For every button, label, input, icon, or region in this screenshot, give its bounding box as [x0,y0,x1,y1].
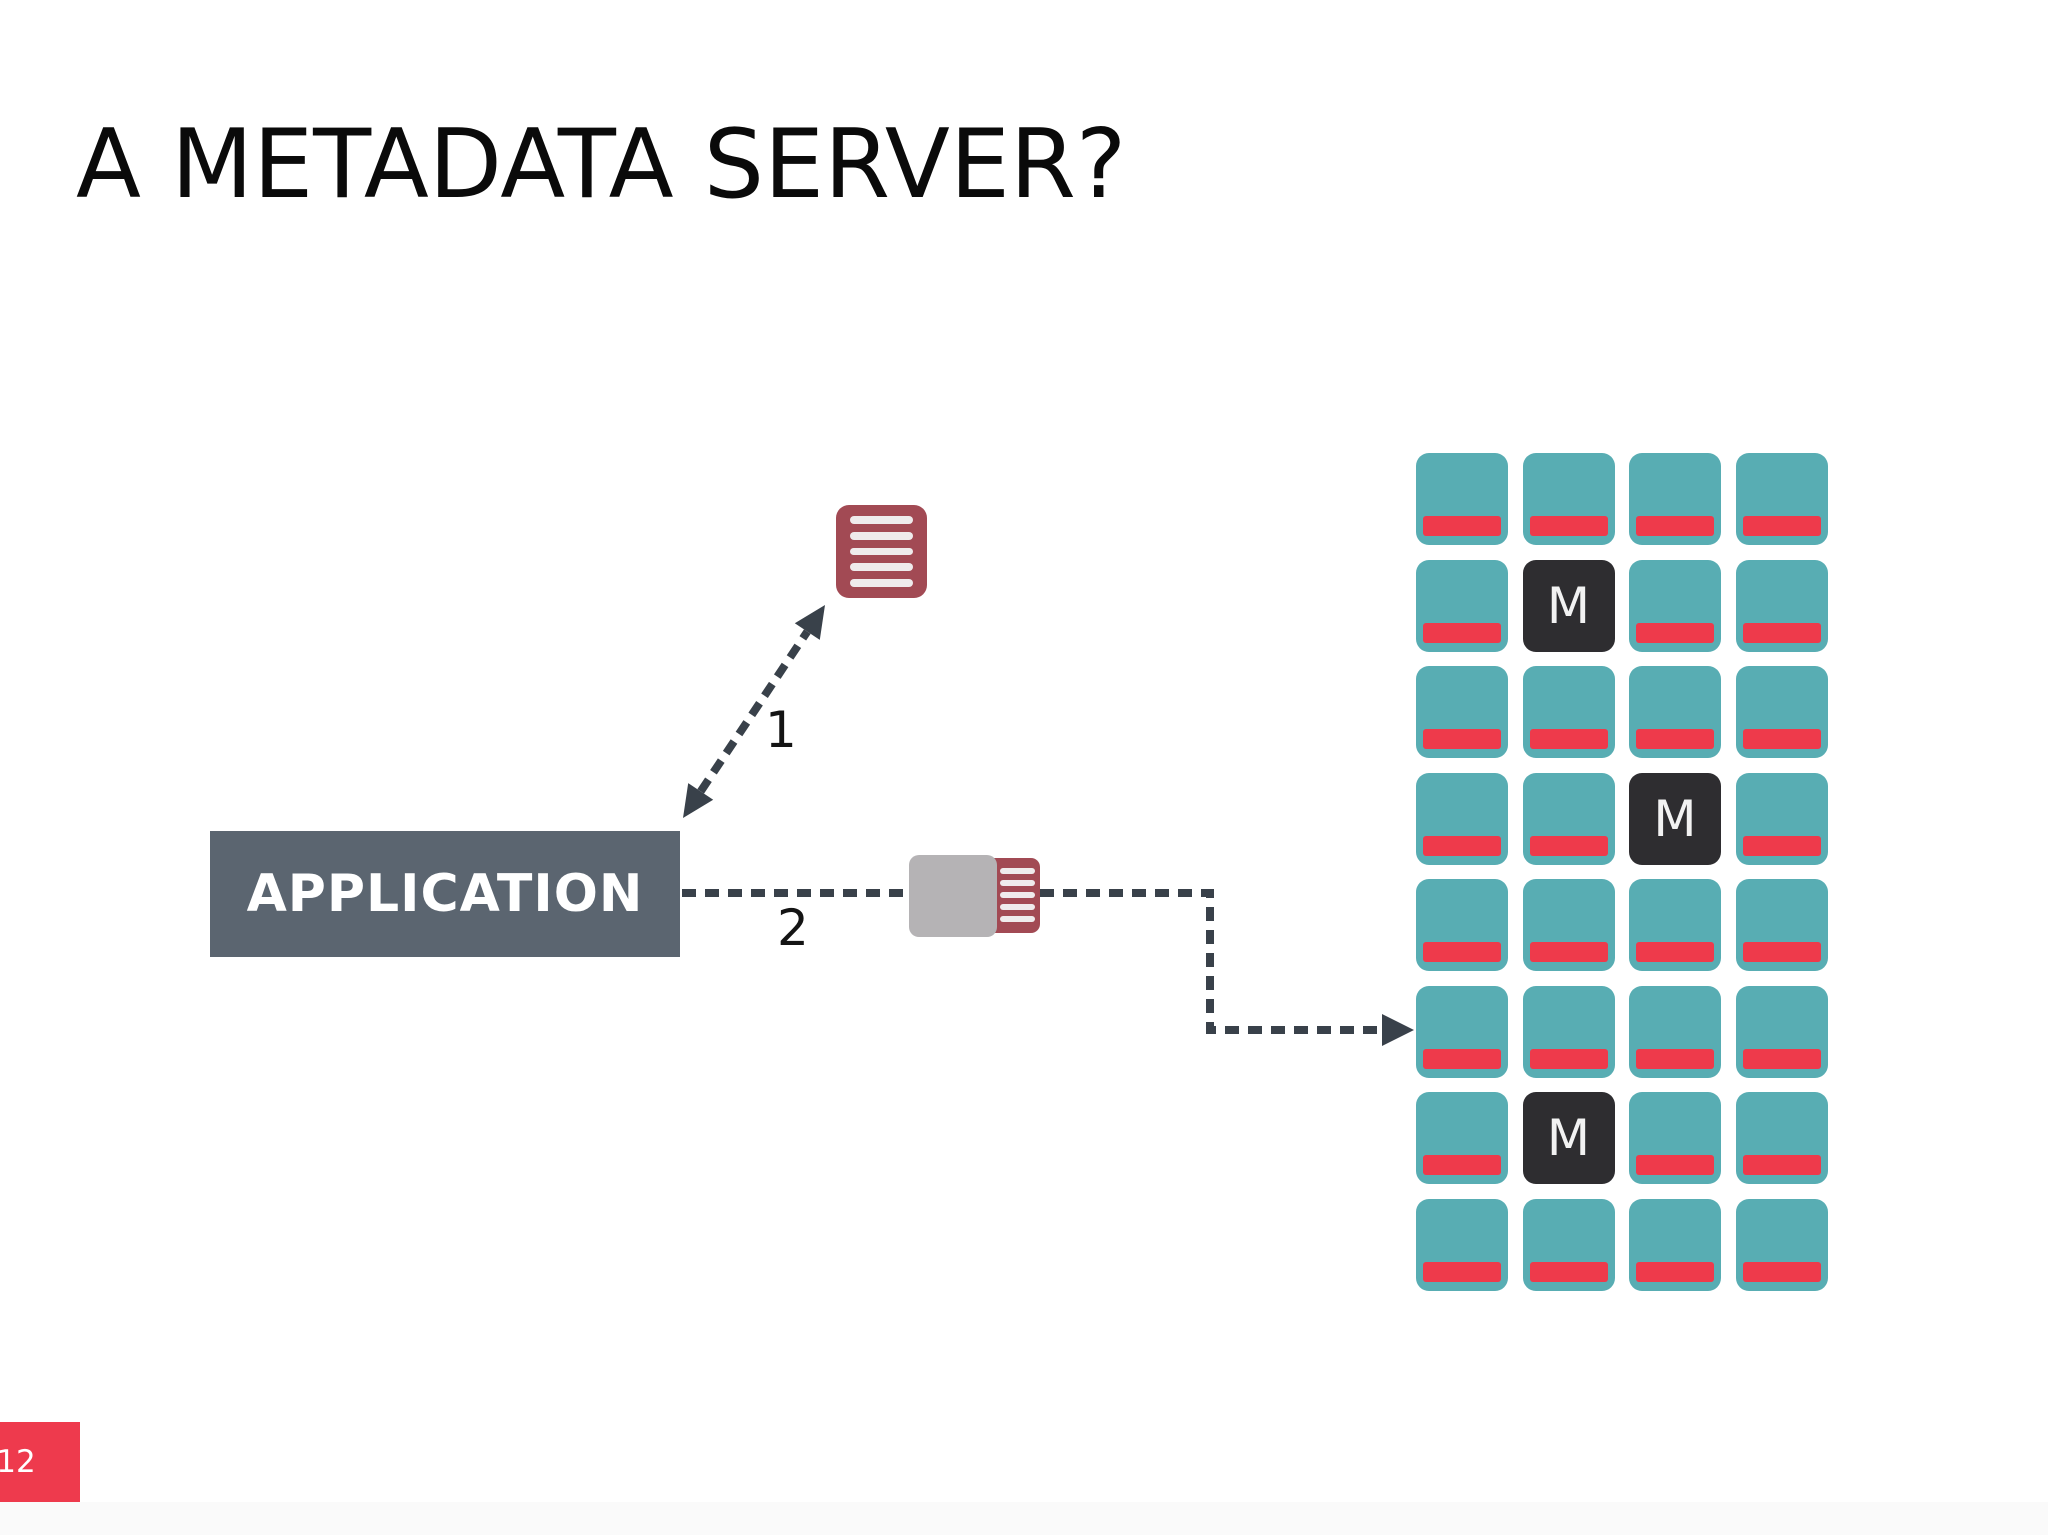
stripe [850,547,913,556]
server-status-bar [1529,1261,1608,1282]
server-cell [1629,1092,1721,1184]
server-cell [1735,772,1828,865]
server-grid: M M M [1416,453,1828,1291]
server-cell [1416,559,1508,652]
stripe [850,563,913,572]
server-status-bar [1636,1261,1714,1282]
stripe [1000,892,1035,898]
server-cell [1629,559,1721,652]
server-status-bar [1423,516,1501,536]
server-status-bar [1423,942,1501,962]
server-cell [1522,879,1615,971]
server-cell [1629,1198,1721,1291]
application-box: APPLICATION [210,831,680,957]
server-status-bar [1529,729,1608,749]
metadata-server-cell: M [1522,559,1615,652]
metadata-list-icon [836,505,927,598]
stripe [850,531,913,540]
server-status-bar [1529,1048,1608,1069]
server-cell [1629,879,1721,971]
server-cell [1735,453,1828,545]
server-status-bar [1742,516,1821,536]
server-status-bar [1529,516,1608,536]
footer-strip [0,1502,2048,1535]
server-cell [1416,453,1508,545]
arrow-2-path-icon [682,889,1414,1046]
server-status-bar [1423,1261,1501,1282]
server-cell [1416,985,1508,1078]
server-status-bar [1742,942,1821,962]
server-cell [1522,772,1615,865]
server-cell [1416,666,1508,758]
server-cell [1735,559,1828,652]
server-cell [1735,985,1828,1078]
step-2-label: 2 [777,899,809,957]
server-cell [1629,666,1721,758]
stripe [850,516,913,524]
server-status-bar [1636,1048,1714,1069]
server-cell [1522,1198,1615,1291]
server-status-bar [1636,729,1714,749]
server-status-bar [1742,1048,1821,1069]
server-status-bar [1423,729,1501,749]
server-status-bar [1742,835,1821,856]
server-status-bar [1742,1155,1821,1175]
server-cell [1629,453,1721,545]
server-status-bar [1423,1048,1501,1069]
stripe [1000,880,1035,886]
metadata-server-cell: M [1629,772,1721,865]
page-number: 12 [0,1444,36,1480]
server-status-bar [1423,622,1501,643]
stripe [1000,916,1035,922]
stripe [1000,904,1035,910]
server-cell [1522,985,1615,1078]
server-cell [1416,879,1508,971]
server-cell [1629,985,1721,1078]
server-status-bar [1636,516,1714,536]
server-status-bar [1742,622,1821,643]
server-status-bar [1529,835,1608,856]
page-number-badge: 12 [0,1422,80,1502]
server-cell [1522,666,1615,758]
server-status-bar [1423,835,1501,856]
server-cell [1416,772,1508,865]
server-cell [1735,666,1828,758]
server-status-bar [1636,1155,1714,1175]
server-status-bar [1636,622,1714,643]
server-cell [1735,1092,1828,1184]
server-cell [1416,1092,1508,1184]
application-label: APPLICATION [246,864,644,924]
server-status-bar [1636,942,1714,962]
server-cell [1522,453,1615,545]
stripe [850,579,913,587]
metadata-server-cell: M [1522,1092,1615,1184]
server-status-bar [1742,1261,1821,1282]
arrow-1-bidirectional-icon [683,605,825,818]
page-title: A METADATA SERVER? [76,110,1127,220]
server-status-bar [1529,942,1608,962]
server-cell [1416,1198,1508,1291]
step-1-label: 1 [765,701,797,759]
connector-plug-icon [909,855,997,937]
stripe [1000,868,1035,874]
server-cell [1735,879,1828,971]
server-status-bar [1742,729,1821,749]
server-status-bar [1423,1155,1501,1175]
server-cell [1735,1198,1828,1291]
